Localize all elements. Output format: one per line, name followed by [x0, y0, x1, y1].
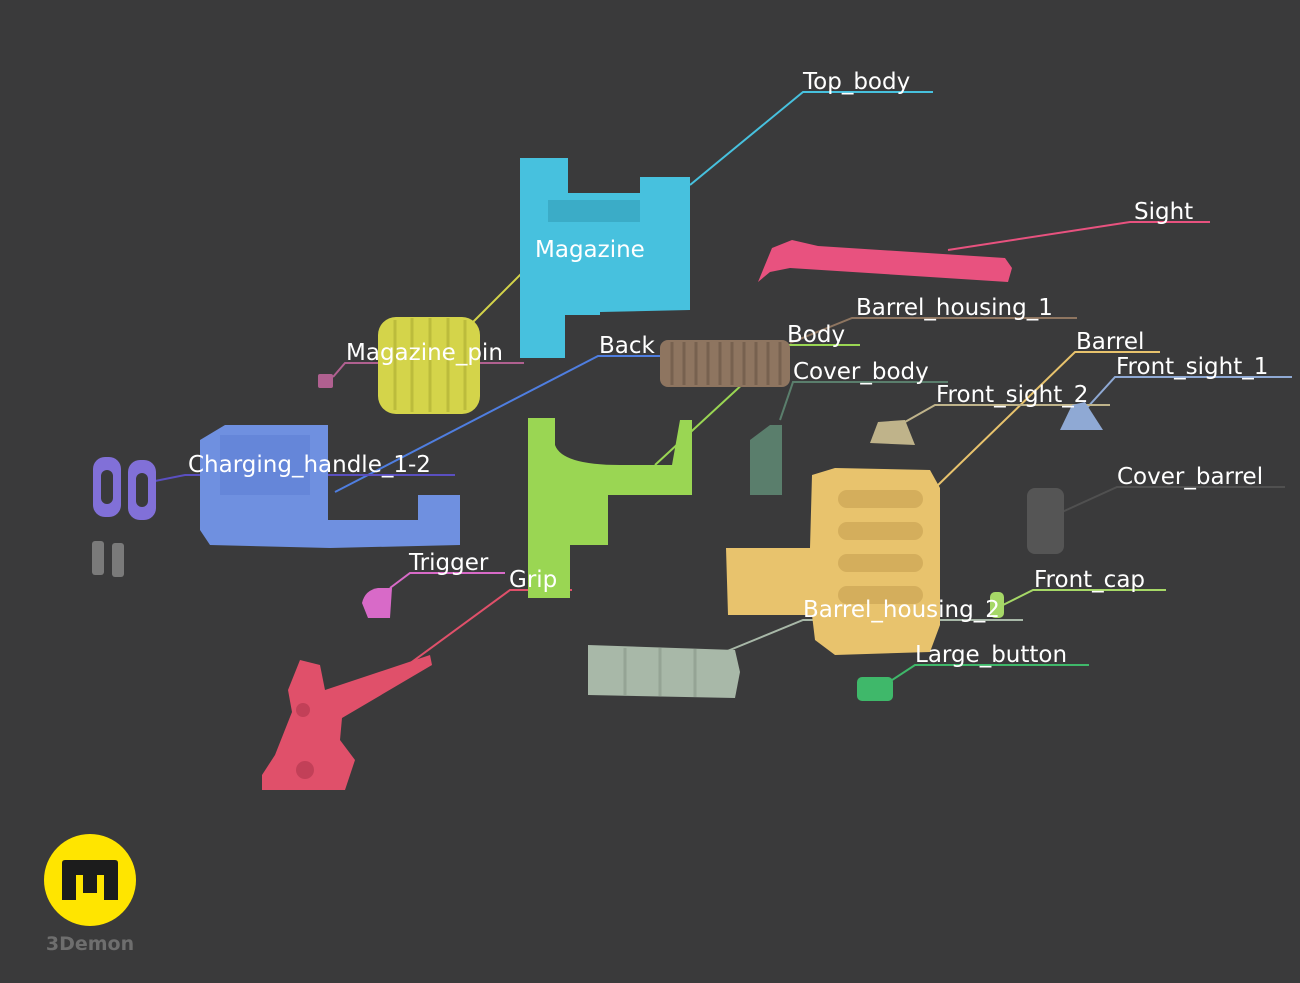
label-front-sight-1: Front_sight_1: [1116, 354, 1268, 380]
label-cover-body: Cover_body: [793, 359, 929, 385]
part-cover-body: [750, 425, 782, 495]
part-top-body: [520, 158, 690, 358]
barrel-housing-2-segments: [623, 648, 697, 697]
leader-large-button: [879, 664, 1089, 689]
leader-lines: [149, 91, 1292, 723]
part-trigger: [362, 588, 392, 618]
grip-skull-detail: [296, 761, 314, 779]
label-front-sight-2: Front_sight_2: [936, 382, 1088, 408]
barrel-housing-1-ribs: [670, 342, 782, 385]
part-barrel-housing-1: [660, 340, 790, 387]
label-trigger: Trigger: [408, 550, 489, 576]
small-pin-1: [92, 541, 104, 575]
barrel-grooves: [838, 490, 923, 604]
back-detail: [220, 435, 310, 495]
brand-name: 3Demon: [46, 933, 134, 955]
leader-barrel-housing-2: [724, 619, 1023, 653]
leader-barrel: [934, 351, 1160, 489]
part-barrel: [726, 468, 940, 655]
label-body: Body: [787, 322, 845, 348]
part-front-sight-1: [1060, 402, 1103, 430]
label-cover-barrel: Cover_barrel: [1117, 464, 1263, 490]
label-barrel: Barrel: [1076, 329, 1144, 355]
leader-back: [334, 355, 670, 493]
barrel-shape: [726, 468, 940, 655]
top-body-notch: [548, 200, 640, 222]
leader-cover-body: [779, 381, 948, 421]
leader-barrel-housing-1: [789, 317, 1077, 344]
part-barrel-housing-2: [588, 645, 740, 698]
leader-cover-barrel: [1061, 486, 1285, 513]
part-large-button: [857, 677, 893, 701]
label-grip: Grip: [509, 567, 557, 593]
leader-trigger: [389, 572, 505, 589]
part-magazine-pin: [318, 374, 333, 388]
part-grip: [262, 655, 432, 790]
grip-skull-detail: [296, 703, 310, 717]
part-cover-barrel: [1027, 488, 1064, 554]
leader-charging-handle: [149, 474, 455, 483]
label-sight: Sight: [1134, 199, 1193, 225]
part-charging-handle: [92, 457, 156, 577]
part-front-cap: [990, 592, 1004, 618]
leader-top-body: [689, 91, 933, 186]
leader-sight: [947, 221, 1210, 251]
barrel-housing-2-shape: [588, 645, 740, 698]
label-back: Back: [599, 333, 656, 359]
parts: [92, 158, 1103, 790]
label-large-button: Large_button: [915, 642, 1067, 668]
3demon-logo-icon: [44, 834, 136, 926]
label-front-cap: Front_cap: [1034, 567, 1145, 593]
leader-front-cap: [1002, 589, 1166, 606]
leader-front-sight-1: [1084, 376, 1292, 411]
charging-handle-1-hole: [101, 470, 113, 504]
part-labels: Top_body Sight Magazine Barrel_housing_1…: [188, 69, 1268, 668]
label-magazine: Magazine: [535, 237, 645, 263]
part-magazine: [378, 317, 480, 414]
grip-shape: [262, 655, 432, 790]
barrel-housing-1-shape: [660, 340, 790, 387]
charging-handle-2-hole: [136, 473, 148, 507]
label-top-body: Top_body: [802, 69, 910, 95]
label-charging-handle: Charging_handle_1-2: [188, 452, 431, 478]
small-pin-2: [112, 543, 124, 577]
part-body: [528, 418, 692, 598]
label-barrel-housing-1: Barrel_housing_1: [856, 295, 1053, 321]
part-back: [200, 425, 460, 548]
brand-logo: 3Demon: [44, 834, 136, 955]
label-magazine-pin: Magazine_pin: [346, 340, 503, 366]
part-front-sight-2: [870, 420, 915, 445]
leader-front-sight-2: [904, 404, 1110, 423]
label-barrel-housing-2: Barrel_housing_2: [803, 597, 1000, 623]
part-sight: [758, 240, 1012, 282]
